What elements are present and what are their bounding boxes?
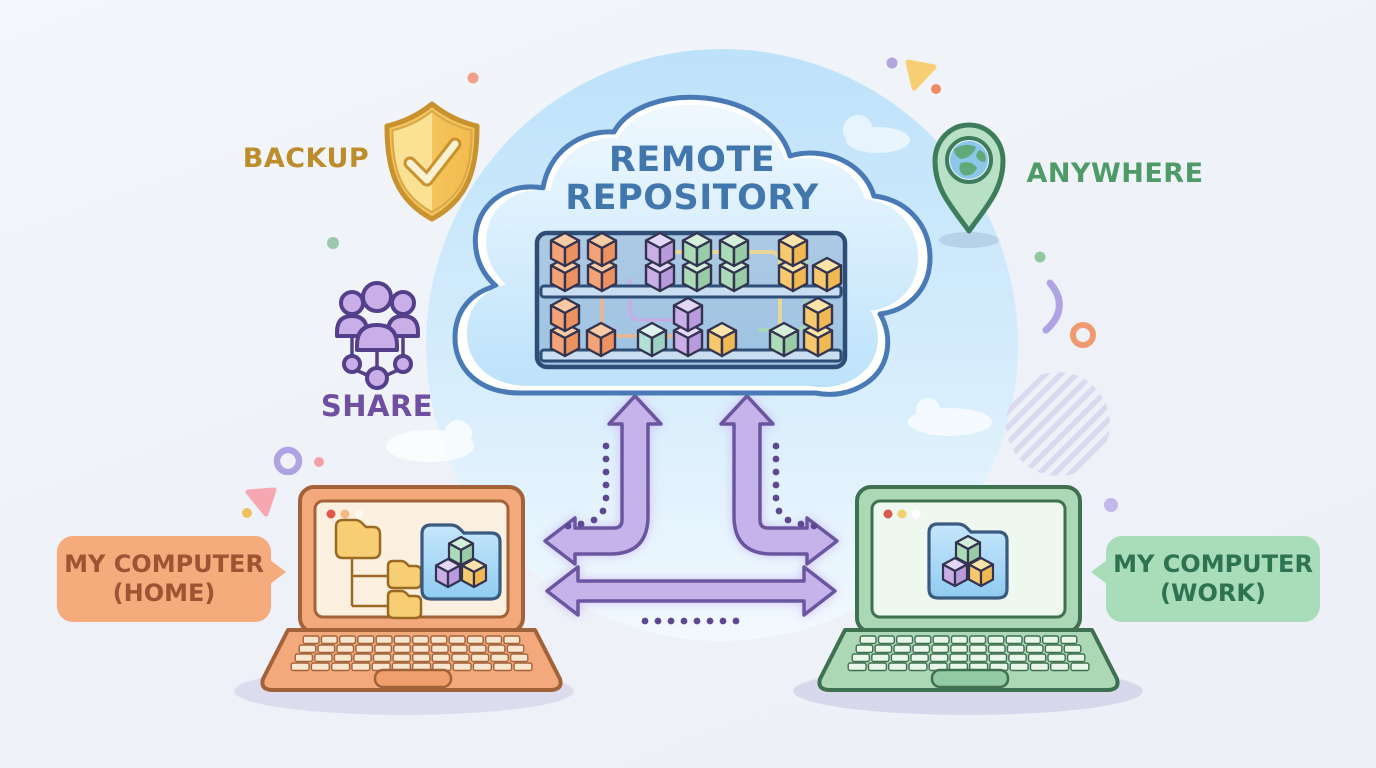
home-label-bubble: MY COMPUTER (HOME) [57, 536, 286, 622]
touchpad-home [373, 668, 453, 689]
cloud-puffs [386, 115, 992, 462]
decor-purple-ring [273, 446, 303, 476]
traffic-lights-icon [326, 509, 364, 519]
work-label-line-2: (WORK) [1160, 579, 1266, 607]
decor-purple-arc [1042, 279, 1063, 334]
decor-lavender-dot [1104, 498, 1118, 512]
decor-striped-circle [1006, 372, 1110, 476]
decor-orange-dot-2 [931, 84, 941, 94]
decor-pink-triangle [245, 487, 277, 517]
decor-shapes [242, 57, 1118, 518]
decor-yellow-dot [242, 508, 252, 518]
work-label-line-1: MY COMPUTER [1113, 550, 1313, 578]
people-network-icon [335, 281, 420, 390]
decor-green-dot-2 [1034, 251, 1046, 263]
home-label-line-1: MY COMPUTER [64, 550, 264, 578]
work-label-bubble: MY COMPUTER (WORK) [1091, 536, 1320, 622]
repo-folder-icon [420, 523, 502, 601]
keyboard-work [847, 635, 1090, 672]
dotted-paths [564, 442, 818, 625]
sync-arrow-work-cloud [719, 394, 839, 566]
laptop-home [260, 485, 563, 692]
laptop-work [817, 485, 1120, 692]
decor-orange-ring [1070, 322, 1096, 348]
home-label-line-2: (HOME) [112, 579, 216, 607]
decor-green-dot [327, 237, 339, 249]
decor-pink-dot [314, 457, 324, 467]
traffic-lights-icon [883, 509, 921, 519]
commit-cubes [549, 231, 843, 358]
decor-orange-dot [467, 72, 479, 84]
touchpad-work [930, 668, 1010, 689]
globe-pin-icon [932, 122, 1006, 248]
repository-shelf [534, 230, 848, 370]
sync-arrow-between [545, 565, 837, 617]
decor-yellow-triangle [905, 59, 937, 91]
decor-purple-dot [886, 57, 898, 69]
keyboard-home [290, 635, 533, 672]
shield-check-icon [384, 101, 480, 222]
sync-arrows [543, 394, 839, 617]
sync-arrow-home-cloud [543, 394, 663, 566]
repo-folder-icon [927, 522, 1009, 600]
folder-tree-icon [334, 518, 423, 620]
